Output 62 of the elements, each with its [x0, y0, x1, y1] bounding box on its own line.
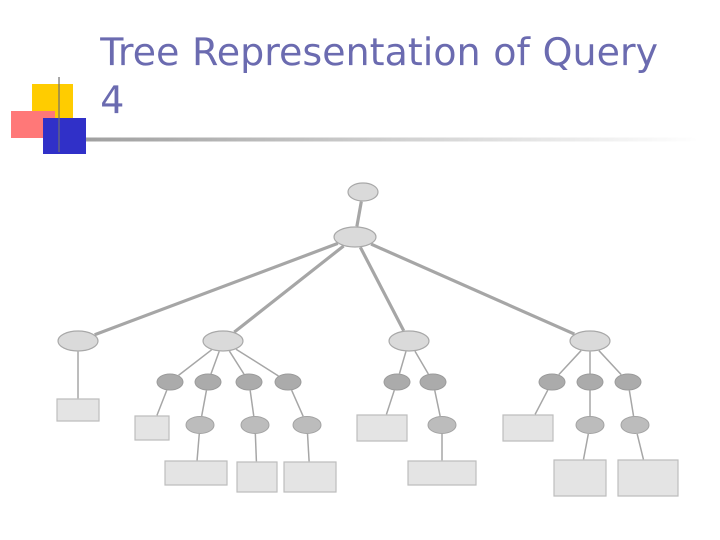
box-node	[617, 459, 679, 497]
ellipse-node	[347, 182, 379, 202]
box-node	[502, 414, 554, 442]
connector-line	[178, 349, 212, 376]
connector-line	[249, 390, 254, 416]
box-node	[356, 414, 408, 442]
ellipse-node	[202, 330, 244, 352]
ellipse-node	[186, 416, 214, 434]
connector-line	[628, 390, 634, 416]
box-node	[553, 459, 607, 497]
ellipse-node	[428, 416, 456, 434]
connector-line	[636, 434, 644, 460]
connector-line	[534, 390, 548, 415]
connector-line	[582, 434, 590, 460]
connector-line	[196, 434, 200, 460]
connector-line	[94, 242, 338, 336]
ellipse-node	[274, 374, 302, 390]
box-node	[134, 415, 170, 441]
ellipse-node	[194, 374, 222, 390]
connector-line	[370, 242, 576, 336]
connector-line	[589, 352, 591, 374]
ellipse-node	[156, 374, 184, 390]
connector-line	[358, 246, 406, 332]
connector-line	[598, 350, 622, 376]
connector-line	[200, 390, 208, 416]
connector-line	[441, 434, 443, 460]
ellipse-node	[420, 374, 446, 390]
ellipse-node	[236, 374, 262, 390]
ellipse-node	[614, 374, 642, 390]
ellipse-node	[576, 374, 604, 390]
ellipse-node	[333, 226, 377, 248]
connector-line	[233, 244, 345, 334]
box-node	[407, 460, 477, 486]
box-node	[236, 461, 278, 493]
ellipse-node	[384, 374, 410, 390]
connector-line	[254, 434, 258, 462]
connector-line	[355, 201, 363, 227]
ellipse-node	[292, 416, 322, 434]
ellipse-node	[388, 330, 430, 352]
slide-title: Tree Representation of Query 4	[100, 36, 657, 114]
connector-line	[398, 351, 407, 374]
connector-line	[386, 390, 395, 415]
ellipse-node	[576, 416, 604, 434]
connector-line	[156, 390, 168, 416]
connector-line	[228, 350, 245, 374]
connector-line	[414, 350, 429, 374]
ellipse-node	[538, 374, 566, 390]
ellipse-node	[240, 416, 270, 434]
connector-line	[434, 390, 441, 416]
ellipse-node	[57, 330, 99, 352]
connector-line	[290, 390, 304, 417]
connector-line	[589, 390, 591, 416]
connector-line	[558, 350, 582, 376]
ellipse-node	[620, 416, 650, 434]
box-node	[164, 460, 228, 486]
connector-line	[77, 352, 79, 398]
connector-line	[236, 348, 279, 377]
box-node	[56, 398, 100, 422]
box-node	[283, 461, 337, 493]
connector-line	[306, 434, 310, 462]
ellipse-node	[569, 330, 611, 352]
connector-line	[210, 351, 220, 374]
